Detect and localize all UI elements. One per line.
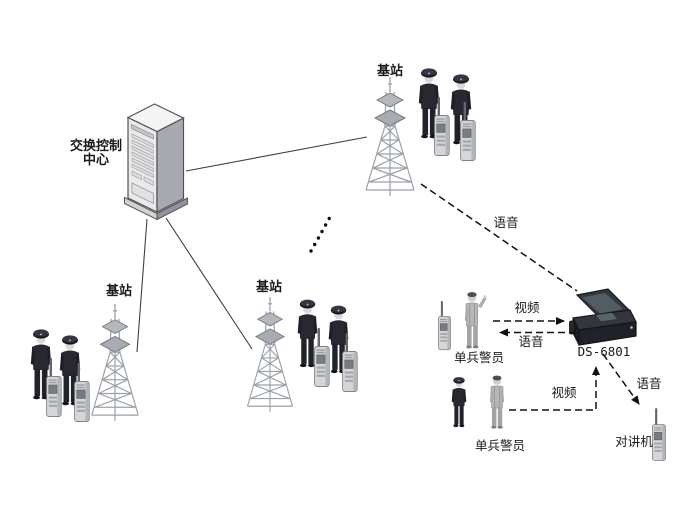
walkie-talkie-icon [651,408,666,461]
portable-officer-2-group [451,375,505,430]
portable-officer-2-label: 单兵警员 [475,438,525,453]
link-voice-bs-to-device [420,183,578,292]
walkie-talkie-icon [314,328,330,387]
field-officer-icon [489,375,505,430]
walkie-talkie-icon [437,301,452,351]
rugged-video-terminal-icon [569,288,637,346]
radio-tower-icon [91,303,139,422]
link-voice-device-to-radio [602,353,640,405]
handheld-radio-label: 对讲机 [615,434,653,449]
field-officer-icon [464,291,487,349]
radio-tower-icon [365,76,415,197]
device-model-label: DS-6801 [578,344,631,359]
voice-link-label: 语音 [493,215,518,230]
control-center-label-line2: 中心 [83,152,109,168]
link-center-to-bs3 [165,217,253,350]
link-video-officer2-to-device [509,366,600,411]
base-station-3-group [246,296,358,413]
server-rack-icon [124,103,188,221]
voice-link-label: 语音 [636,376,661,391]
base-station-2-label: 基站 [105,283,132,299]
video-link-label: 视频 [551,385,577,400]
voice-link-label: 语音 [518,334,543,349]
base-station-1-label: 基站 [376,63,403,79]
video-link-label: 视频 [514,300,540,315]
wireless-links [420,183,640,411]
portable-officer-1-group [437,291,487,351]
base-station-3-label: 基站 [255,279,282,295]
link-center-to-bs2 [136,218,148,353]
backbone-links [136,136,368,353]
portable-officer-1-label: 单兵警员 [454,350,504,365]
police-officer-icon [451,377,467,427]
base-station-2-group [30,303,139,422]
control-center-label-line1: 交换控制 [70,138,122,154]
link-center-to-bs1 [185,136,368,172]
ellipsis-dots-icon [309,216,331,253]
radio-tower-icon [246,296,294,413]
base-station-1-group [365,68,476,197]
